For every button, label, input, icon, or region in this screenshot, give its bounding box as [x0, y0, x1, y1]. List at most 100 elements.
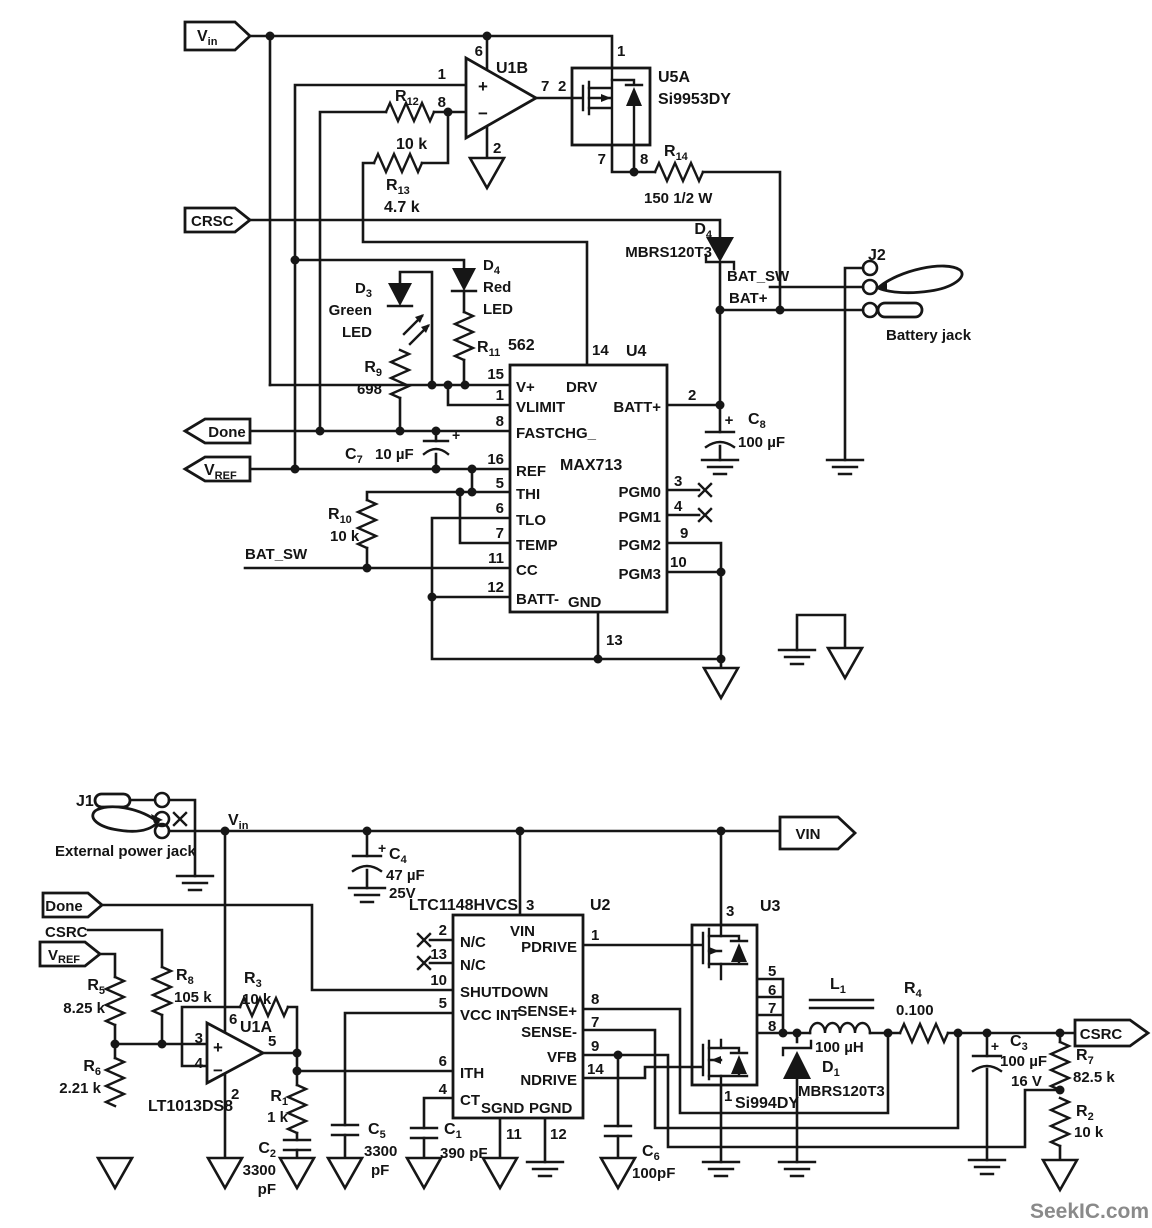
resistor-R11 [452, 310, 476, 362]
gnd-triangle [825, 646, 865, 681]
label-R1: R1 [270, 1088, 288, 1108]
flag-done-bottom-label: Done [45, 898, 83, 915]
value-R10: 10 k [330, 528, 360, 545]
label-L1: L1 [830, 976, 846, 996]
value-C4-1: 47 µF [386, 867, 425, 884]
wires-bottom-section [86, 798, 1077, 1164]
net-bat-sw-left: BAT_SW [245, 546, 308, 563]
label-R3: R3 [244, 970, 262, 990]
desc-J2: Battery jack [886, 327, 972, 344]
junction-dots [110, 31, 1065, 1095]
gnd-earth [347, 886, 387, 904]
resistor-R4 [898, 1021, 950, 1045]
capacitor-C2 [282, 1138, 312, 1152]
value-D4-led-line2: LED [483, 301, 513, 318]
gnd-earth [825, 458, 865, 476]
label-R5: R5 [87, 977, 105, 997]
desc-J1: External power jack [55, 843, 197, 860]
u5a-pin-top: 1 [617, 43, 625, 60]
jack-J2 [861, 259, 964, 319]
u5a-ref: U5A [658, 69, 690, 86]
u2-pin-name: PGND [529, 1100, 573, 1117]
gnd-triangle [1040, 1158, 1080, 1193]
value-D3-line2: LED [342, 324, 372, 341]
opamp-U1B [464, 55, 539, 141]
gnd-earth [777, 648, 817, 666]
label-D1: D1 [822, 1059, 840, 1079]
u4-pin-n: 6 [496, 500, 504, 517]
label-R13: R13 [386, 177, 410, 197]
capacitor-C6 [603, 1124, 633, 1138]
nc-mark [697, 482, 713, 498]
u4-pin-n: 15 [487, 366, 504, 383]
flag-vref-top-label: VREF [204, 462, 237, 482]
label-C4: C4 [389, 846, 408, 866]
u2-pin-n: 1 [591, 927, 599, 944]
resistor-R12 [384, 100, 436, 124]
part-D1: MBRS120T3 [798, 1083, 885, 1100]
gnd-triangle [95, 1156, 135, 1191]
u1a-plus-glyph: + [213, 1038, 223, 1057]
label-C8: C8 [748, 411, 766, 431]
u3-p7: 7 [768, 1000, 776, 1017]
label-R11: R11 [477, 339, 500, 359]
u2-pin-n: 14 [587, 1061, 604, 1078]
u2-pin-n: 13 [430, 946, 447, 963]
label-J1: J1 [76, 793, 94, 810]
u2-pin-n: 2 [439, 922, 447, 939]
u2-pin-name: VCC INT [460, 1007, 520, 1024]
flag-done-bottom [41, 891, 105, 919]
net-csrc-label: CSRC [45, 924, 88, 941]
inductor-L1 [808, 998, 875, 1035]
u4-pin-name: BATT+ [613, 399, 661, 416]
u2-pin-name: CT [460, 1092, 480, 1109]
u1b-pin-bot: 2 [493, 140, 501, 157]
plus-C3: + [991, 1038, 999, 1054]
resistor-R8 [150, 965, 174, 1017]
resistor-R2 [1048, 1096, 1072, 1148]
label-R6: R6 [83, 1058, 101, 1078]
gnd-triangle [404, 1156, 444, 1191]
nc-marks [416, 482, 713, 971]
nc-mark [172, 811, 188, 827]
flag-vin-top [183, 20, 253, 52]
u1a-pin-minus: 4 [195, 1055, 204, 1072]
diode-D4-red-led [450, 268, 478, 293]
u2-pin-n: 12 [550, 1126, 567, 1143]
nc-mark [697, 507, 713, 523]
diodes [386, 237, 813, 1079]
capacitor-C7 [422, 439, 450, 456]
value-R6: 2.21 k [59, 1080, 101, 1097]
flag-vin-bottom-label: VIN [795, 826, 820, 843]
u2-top-pin: 3 [526, 897, 534, 914]
value-C8: 100 µF [738, 434, 785, 451]
u1a-pin-out: 5 [268, 1033, 276, 1050]
value-C7: 10 µF [375, 446, 414, 463]
net-vin-rail: Vin [228, 812, 249, 832]
ground-symbols [95, 156, 1080, 1193]
flag-csrc-bottom [1073, 1018, 1151, 1048]
diode-D4-schottky-top [704, 237, 736, 271]
u4-pin-n: 8 [496, 413, 504, 430]
value-R8: 105 k [174, 989, 212, 1006]
label-R9: R9 [364, 359, 382, 379]
value-C4-2: 25V [389, 885, 416, 902]
label-R4: R4 [904, 980, 923, 1000]
u4-pin-name: REF [516, 463, 546, 480]
plus-C7: + [452, 427, 460, 443]
u2-pin-n: 8 [591, 991, 599, 1008]
flag-vin-top-label: Vin [197, 28, 218, 48]
resistor-R14 [653, 160, 705, 184]
resistor-R3 [238, 995, 290, 1019]
u4-pin-n: 7 [496, 525, 504, 542]
value-C2-2: pF [258, 1181, 276, 1198]
u2-pin-n: 7 [591, 1014, 599, 1031]
value-R4: 0.100 [896, 1002, 934, 1019]
diode-D3-green-led [386, 283, 430, 346]
u4-pin-n: 11 [488, 550, 504, 567]
u5a-pin-b2: 8 [640, 151, 648, 168]
u1b-minus-glyph: − [478, 104, 488, 123]
u4-pin-name: THI [516, 486, 540, 503]
label-J2: J2 [868, 247, 886, 264]
label-R12: R12 [395, 88, 419, 108]
